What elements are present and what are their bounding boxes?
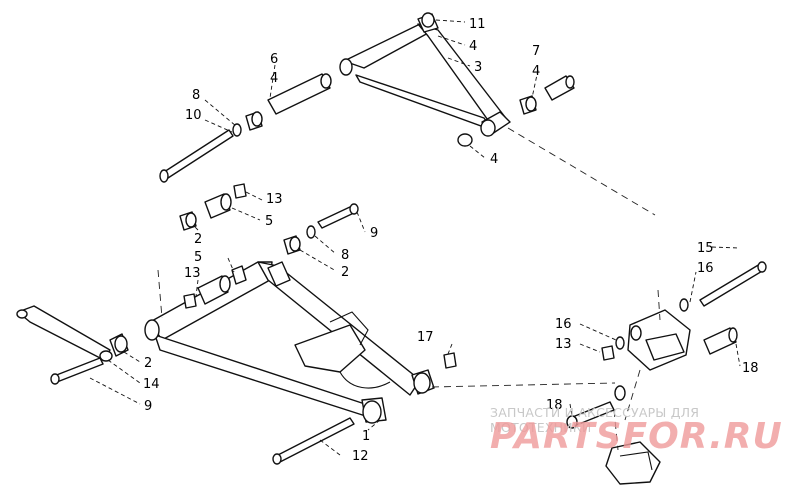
callout-16: 16 [555, 317, 572, 332]
washer-upper-10 [232, 123, 242, 137]
sleeve-upper-7 [544, 75, 575, 101]
washer-spindle-16 [679, 298, 689, 312]
callout-labels: 11 4 3 6 4 7 4 8 10 4 13 5 9 2 8 5 2 13 … [143, 17, 759, 464]
callout-2: 2 [144, 356, 152, 371]
bushing-lower-left-2 [109, 333, 129, 357]
callout-12: 12 [352, 449, 369, 464]
bolt-lower-9-top [317, 203, 359, 229]
callout-13: 13 [555, 337, 572, 352]
callout-13: 13 [184, 266, 201, 281]
nut-lower-mid-13 [183, 293, 197, 309]
callout-4: 4 [490, 152, 498, 167]
callout-13: 13 [266, 192, 283, 207]
callout-5: 5 [194, 250, 202, 265]
callout-4: 4 [532, 64, 540, 79]
callout-2: 2 [341, 265, 349, 280]
callout-15: 15 [697, 241, 714, 256]
washer-spindle-left-16 [615, 336, 625, 350]
bushing-upper-11 [421, 12, 435, 28]
sleeve-lower-mid-5 [197, 275, 231, 305]
callout-17: 17 [417, 330, 434, 345]
callout-16: 16 [697, 261, 714, 276]
bolt-lower-12 [272, 417, 355, 465]
callout-14: 14 [143, 377, 160, 392]
callout-5: 5 [265, 214, 273, 229]
sleeve-lower-5 [204, 193, 232, 219]
bolt-upper-8 [159, 129, 234, 183]
callout-11: 11 [469, 17, 486, 32]
upper-a-arm [339, 13, 511, 137]
sleeve-upper-6 [267, 73, 332, 115]
bolt-lower-9 [50, 357, 104, 385]
callout-4: 4 [469, 39, 477, 54]
callout-3: 3 [474, 60, 482, 75]
callout-9: 9 [144, 399, 152, 414]
lower-joint [605, 385, 661, 485]
callout-9: 9 [370, 226, 378, 241]
bolt-spindle-18 [703, 327, 738, 355]
ball-joint [627, 309, 691, 371]
watermark-brand: PARTSFOR.RU [490, 416, 783, 457]
bolt-spindle-15 [699, 261, 767, 307]
nut-spindle-13 [601, 345, 615, 361]
lower-a-arm [144, 261, 435, 424]
nut-17 [443, 352, 457, 369]
bushing-lower-top-2 [179, 211, 197, 231]
callout-10: 10 [185, 108, 202, 123]
bushing-upper-left-4 [245, 111, 263, 131]
callout-8: 8 [192, 88, 200, 103]
watermark-subtitle: ЗАПЧАСТИ И АКСЕССУАРЫ ДЛЯ МОТОТЕХНИКИ [490, 405, 700, 435]
callout-18: 18 [546, 398, 563, 413]
callout-6: 6 [270, 52, 278, 67]
sway-bar-link [16, 305, 113, 362]
bushing-upper-front-4 [457, 133, 473, 147]
callout-1: 1 [362, 429, 370, 444]
washer-lower-8 [306, 225, 316, 239]
callout-8: 8 [341, 248, 349, 263]
callout-18: 18 [742, 361, 759, 376]
callout-7: 7 [532, 44, 540, 59]
bushing-upper-right-4 [519, 95, 537, 115]
callout-4: 4 [270, 71, 278, 86]
bushing-lower-mid-2 [283, 235, 301, 255]
bushing-lower-mid2-2 [231, 265, 247, 285]
callout-2: 2 [194, 232, 202, 247]
nut-lower-13 [233, 183, 247, 199]
